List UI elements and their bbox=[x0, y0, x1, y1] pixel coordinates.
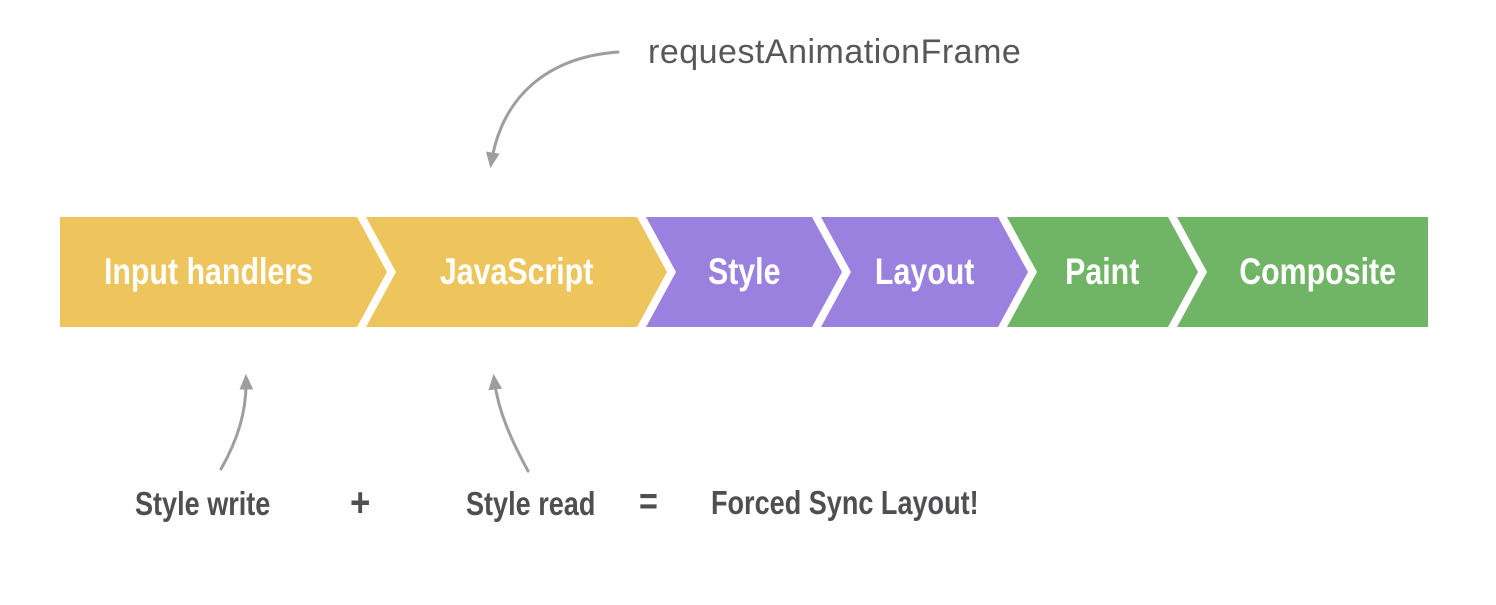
pipeline-segment-label: JavaScript bbox=[439, 251, 594, 292]
pipeline-segment-label: Paint bbox=[1065, 251, 1140, 292]
pipeline-segment-composite: Composite bbox=[1177, 217, 1428, 327]
pipeline-segment-style: Style bbox=[646, 217, 842, 327]
pipeline-segment-label: Style bbox=[707, 251, 781, 292]
style-write-arrow-icon bbox=[219, 373, 254, 471]
pipeline-segment-input-handlers: Input handlers bbox=[60, 217, 387, 327]
raf-curved-arrow-icon bbox=[485, 50, 620, 169]
pipeline-segment-layout: Layout bbox=[821, 217, 1028, 327]
pipeline-segment-label: Layout bbox=[874, 251, 975, 292]
plus-sign: + bbox=[350, 479, 371, 525]
pipeline-segment-paint: Paint bbox=[1007, 217, 1198, 327]
pipeline-segment-javascript: JavaScript bbox=[366, 217, 667, 327]
pipeline-segment-label: Input handlers bbox=[103, 251, 314, 292]
forced-sync-layout-label: Forced Sync Layout! bbox=[711, 484, 979, 521]
pipeline-bar: Input handlers JavaScript Style Layout P… bbox=[60, 217, 1428, 327]
equals-sign: = bbox=[639, 481, 658, 523]
pipeline-segment-label: Composite bbox=[1239, 251, 1396, 292]
style-read-label: Style read bbox=[466, 485, 596, 522]
style-write-label: Style write bbox=[135, 485, 271, 522]
style-read-arrow-icon bbox=[488, 373, 530, 473]
raf-annotation-label: requestAnimationFrame bbox=[648, 33, 1022, 71]
